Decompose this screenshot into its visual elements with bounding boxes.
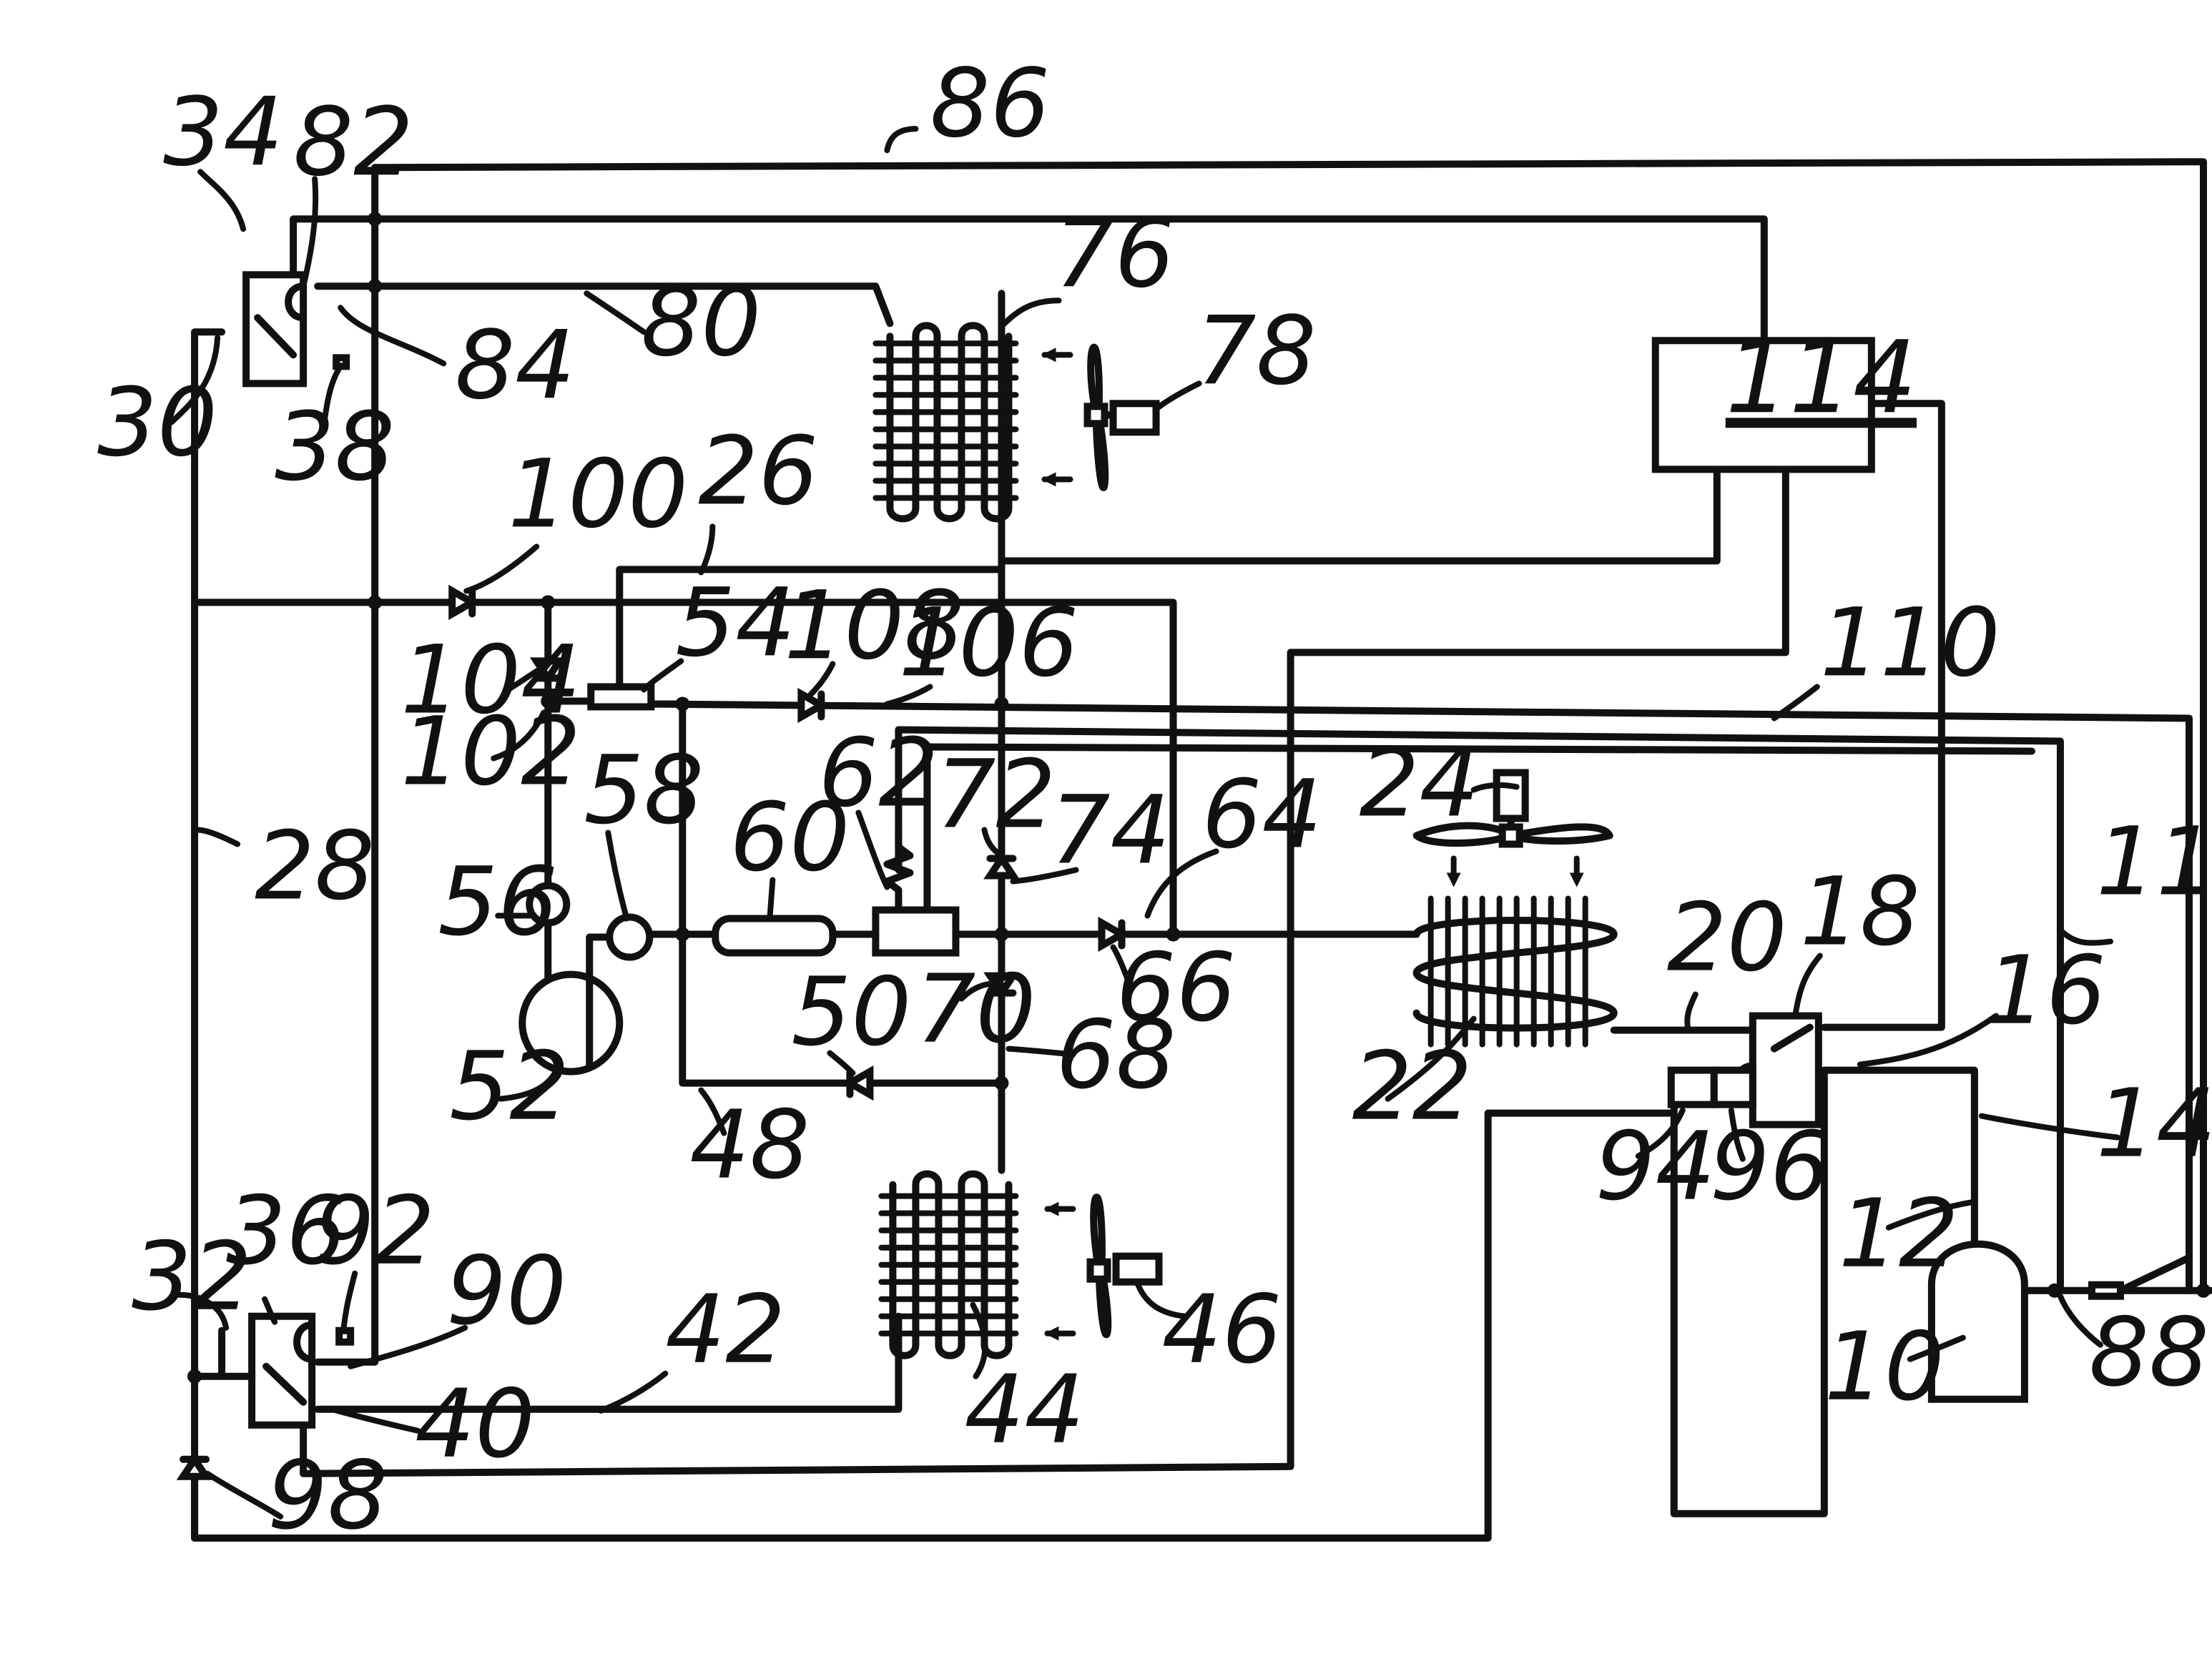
label-110: 110 <box>1820 588 2000 698</box>
label-30: 30 <box>97 368 217 478</box>
label-48: 48 <box>689 1091 810 1201</box>
label-56: 56 <box>438 847 558 958</box>
label-60: 60 <box>729 783 850 893</box>
middle-heat-exchanger-coil <box>1417 899 1614 1045</box>
label-84: 84 <box>455 310 575 420</box>
label-16: 16 <box>1986 936 2106 1046</box>
label-72: 72 <box>935 740 1056 850</box>
label-58: 58 <box>584 735 704 845</box>
label-22: 22 <box>1352 1032 1473 1142</box>
label-94: 94 <box>1596 1112 1716 1222</box>
label-14: 14 <box>2096 1069 2212 1179</box>
upper-fan <box>1041 348 1156 488</box>
label-24: 24 <box>1360 728 1480 838</box>
reference-numerals: 86 34 82 76 80 78 84 30 38 114 100 26 10… <box>97 49 2212 1551</box>
label-44: 44 <box>964 1355 1084 1465</box>
label-98: 98 <box>267 1441 388 1551</box>
lower-fan <box>1044 1197 1159 1341</box>
label-80: 80 <box>641 267 761 378</box>
label-52: 52 <box>449 1032 569 1142</box>
label-86: 86 <box>930 49 1050 159</box>
label-26: 26 <box>698 416 818 526</box>
label-50: 50 <box>791 958 911 1068</box>
label-40: 40 <box>415 1369 535 1480</box>
label-76: 76 <box>1054 199 1174 309</box>
label-82: 82 <box>293 87 413 197</box>
label-78: 78 <box>1196 296 1317 406</box>
label-92: 92 <box>315 1176 435 1286</box>
label-28: 28 <box>255 812 375 922</box>
label-34: 34 <box>163 77 283 187</box>
label-10: 10 <box>1824 1312 1945 1422</box>
upper-heat-exchanger-coil <box>875 325 1016 518</box>
label-88: 88 <box>2089 1298 2209 1408</box>
label-70: 70 <box>915 955 1036 1065</box>
label-54: 54 <box>675 568 795 678</box>
label-20: 20 <box>1667 883 1787 993</box>
label-38: 38 <box>275 392 395 502</box>
label-102: 102 <box>400 696 581 807</box>
label-112: 112 <box>2096 807 2212 917</box>
label-106: 106 <box>898 588 1078 698</box>
label-100: 100 <box>508 439 688 549</box>
label-68: 68 <box>1056 1000 1176 1111</box>
label-74: 74 <box>1050 776 1170 886</box>
label-64: 64 <box>1202 760 1322 870</box>
label-32: 32 <box>132 1222 252 1332</box>
label-12: 12 <box>1839 1179 1959 1289</box>
label-90: 90 <box>446 1236 566 1347</box>
upper-reversing-valve <box>246 275 346 383</box>
label-46: 46 <box>1162 1275 1282 1385</box>
label-114: 114 <box>1726 320 1917 436</box>
label-18: 18 <box>1800 857 1920 968</box>
label-42: 42 <box>665 1275 785 1385</box>
label-96: 96 <box>1710 1112 1830 1222</box>
